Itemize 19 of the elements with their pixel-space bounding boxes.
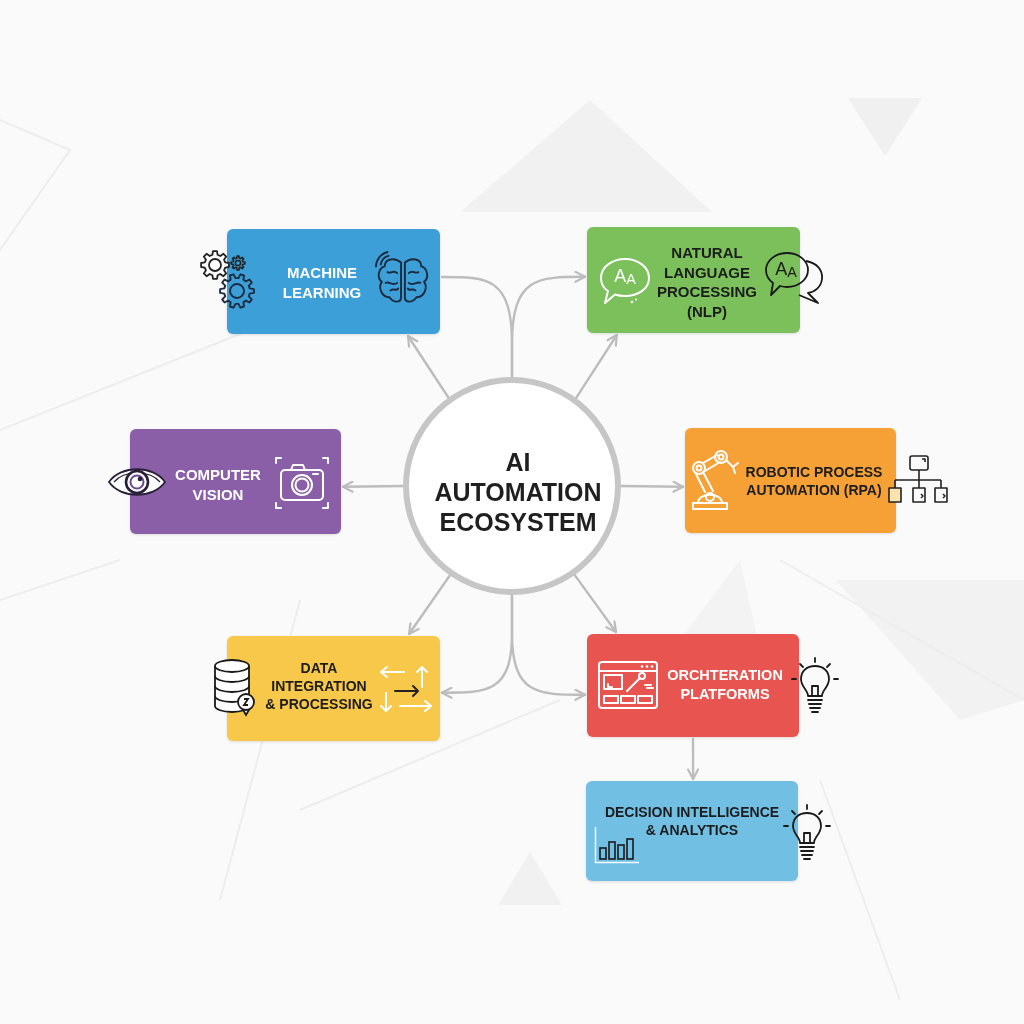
arrow: [407, 574, 451, 636]
category-label: COMPUTER VISION: [174, 464, 262, 504]
arrow: [510, 593, 587, 701]
bubble-letters: A$_{A}$: [775, 260, 797, 280]
bubble-letters: A$_{A}$: [614, 267, 636, 287]
category-label: ROBOTIC PROCESS AUTOMATION (RPA): [745, 462, 883, 500]
category-label: DECISION INTELLIGENCE & ANALYTICS: [603, 802, 781, 840]
category-label: ORCHTERATION PLATFORMS: [666, 666, 784, 704]
category-label: MACHINE LEARNING: [281, 262, 363, 302]
arrow: [341, 480, 405, 493]
category-label: NATURAL LANGUAGE PROCESSING (NLP): [656, 243, 758, 321]
arrow: [575, 333, 618, 400]
arrow: [573, 573, 618, 634]
arrow: [687, 737, 700, 781]
arrow: [510, 270, 587, 379]
hub-title: AI AUTOMATION ECOSYSTEM: [433, 447, 603, 537]
category-label: DATA INTEGRATION & PROCESSING: [265, 658, 373, 714]
arrow: [619, 480, 685, 493]
arrow: [406, 334, 450, 399]
